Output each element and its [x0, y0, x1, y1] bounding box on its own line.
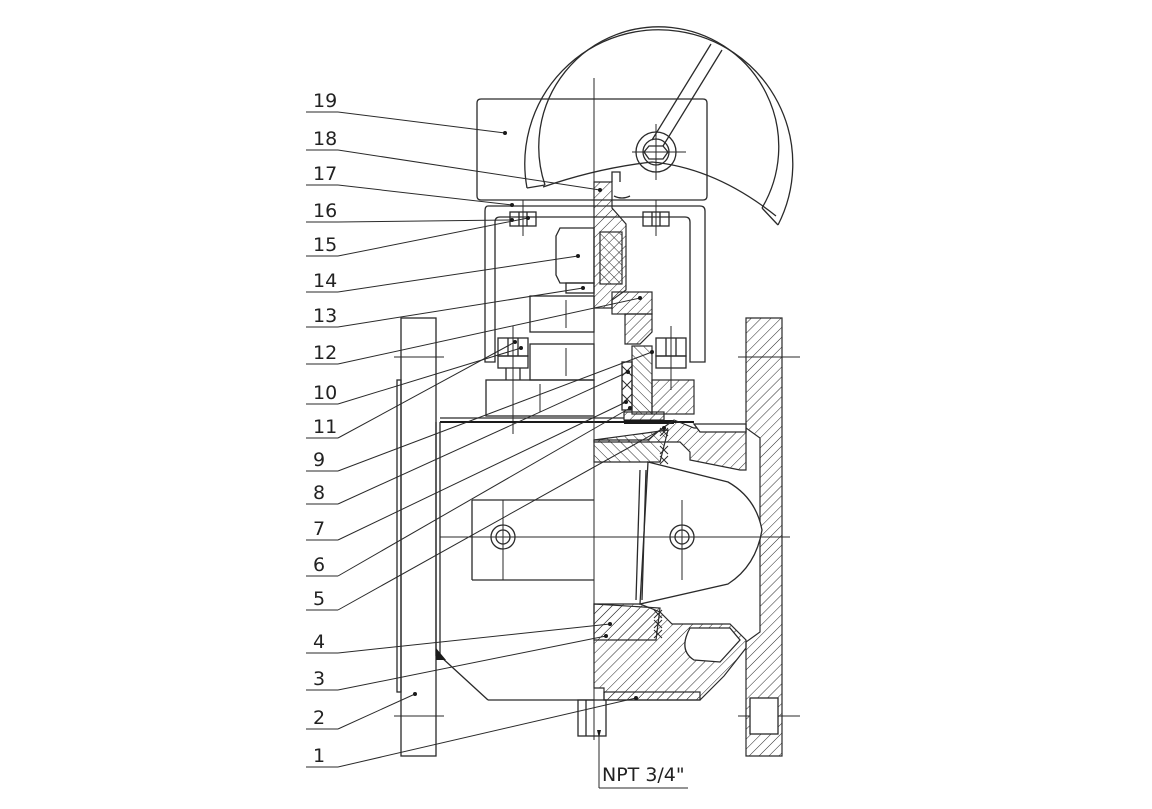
callout-number: 15 — [313, 234, 337, 256]
callout-dot — [513, 340, 517, 344]
callout-dot — [608, 622, 612, 626]
callout-number: 6 — [313, 554, 325, 576]
callout-number: 12 — [313, 342, 337, 364]
callout-leader — [337, 111, 506, 134]
callout-leader — [337, 427, 665, 611]
callout-14: 14 — [306, 254, 580, 293]
callout-number: 1 — [313, 745, 325, 767]
callout-number: 13 — [313, 305, 337, 327]
callout-number: 3 — [313, 668, 325, 690]
callout-number: 8 — [313, 482, 325, 504]
callout-16: 16 — [306, 200, 514, 223]
callout-11: 11 — [306, 340, 517, 439]
callout-leader — [337, 255, 579, 293]
callout-dot — [624, 400, 628, 404]
callout-leader — [337, 287, 584, 328]
callout-number: 16 — [313, 200, 337, 222]
callout-number: 5 — [313, 588, 325, 610]
callout-number: 18 — [313, 128, 337, 150]
callout-number: 2 — [313, 707, 325, 729]
callout-dot — [662, 426, 666, 430]
callout-dot — [510, 203, 514, 207]
callout-group: 19 18 17 16 15 14 13 12 10 11 9 8 7 6 5 4 3 2 1 — [306, 90, 666, 768]
callout-2: 2 — [306, 692, 417, 730]
gear-operator-box — [476, 98, 708, 363]
npt-callout: NPT 3/4" — [597, 730, 688, 789]
drain-plug — [577, 699, 607, 737]
callout-15: 15 — [306, 216, 530, 257]
callout-leader — [337, 219, 513, 223]
callout-number: 11 — [313, 416, 337, 438]
callout-12: 12 — [306, 296, 642, 365]
callout-leader — [337, 297, 641, 365]
callout-leader — [337, 623, 611, 654]
callout-leader — [337, 407, 631, 577]
callout-leader — [337, 347, 522, 405]
callout-dot — [626, 370, 630, 374]
callout-leader — [337, 693, 416, 730]
callout-leader — [337, 401, 627, 541]
callout-dot — [650, 350, 654, 354]
callout-number: 9 — [313, 449, 325, 471]
callout-number: 4 — [313, 631, 325, 653]
bracket-bolts — [509, 200, 670, 236]
coupling-and-stem — [555, 171, 653, 345]
callout-8: 8 — [306, 370, 630, 505]
callout-1: 1 — [306, 696, 638, 768]
gland-bolt-left — [497, 326, 529, 434]
callout-dot — [638, 296, 642, 300]
handwheel — [524, 26, 794, 226]
callout-number: 14 — [313, 270, 337, 292]
callout-number: 10 — [313, 382, 337, 404]
centerlines — [440, 78, 790, 740]
callout-dot — [581, 286, 585, 290]
gland-bolt-right — [651, 326, 695, 415]
callout-number: 7 — [313, 518, 325, 540]
callout-9: 9 — [306, 350, 654, 472]
callout-dot — [634, 696, 638, 700]
callout-leader — [337, 371, 629, 505]
callout-10: 10 — [306, 346, 523, 405]
callout-dot — [413, 692, 417, 696]
callout-dot — [604, 634, 608, 638]
callout-leader — [337, 635, 607, 691]
callout-17: 17 — [306, 163, 514, 207]
callout-7: 7 — [306, 400, 628, 541]
body-left-outline — [436, 422, 594, 701]
callout-leader — [337, 351, 653, 472]
callout-6: 6 — [306, 406, 632, 577]
callout-19: 19 — [306, 90, 507, 135]
callout-3: 3 — [306, 634, 608, 691]
callout-18: 18 — [306, 128, 602, 192]
callout-leader — [337, 184, 513, 206]
callout-leader — [337, 149, 601, 191]
callout-5: 5 — [306, 426, 666, 611]
callout-dot — [628, 406, 632, 410]
callout-number: 19 — [313, 90, 337, 112]
callout-13: 13 — [306, 286, 585, 328]
callout-number: 17 — [313, 163, 337, 185]
callout-leader — [337, 341, 516, 439]
left-flange — [394, 317, 444, 757]
callout-dot — [576, 254, 580, 258]
callout-leader — [337, 697, 637, 768]
callout-dot — [503, 131, 507, 135]
callout-dot — [526, 216, 530, 220]
callout-4: 4 — [306, 622, 612, 654]
callout-dot — [519, 346, 523, 350]
callout-dot — [598, 188, 602, 192]
npt-label: NPT 3/4" — [602, 764, 685, 786]
callout-leader — [337, 217, 529, 257]
body-right-section — [593, 317, 800, 757]
